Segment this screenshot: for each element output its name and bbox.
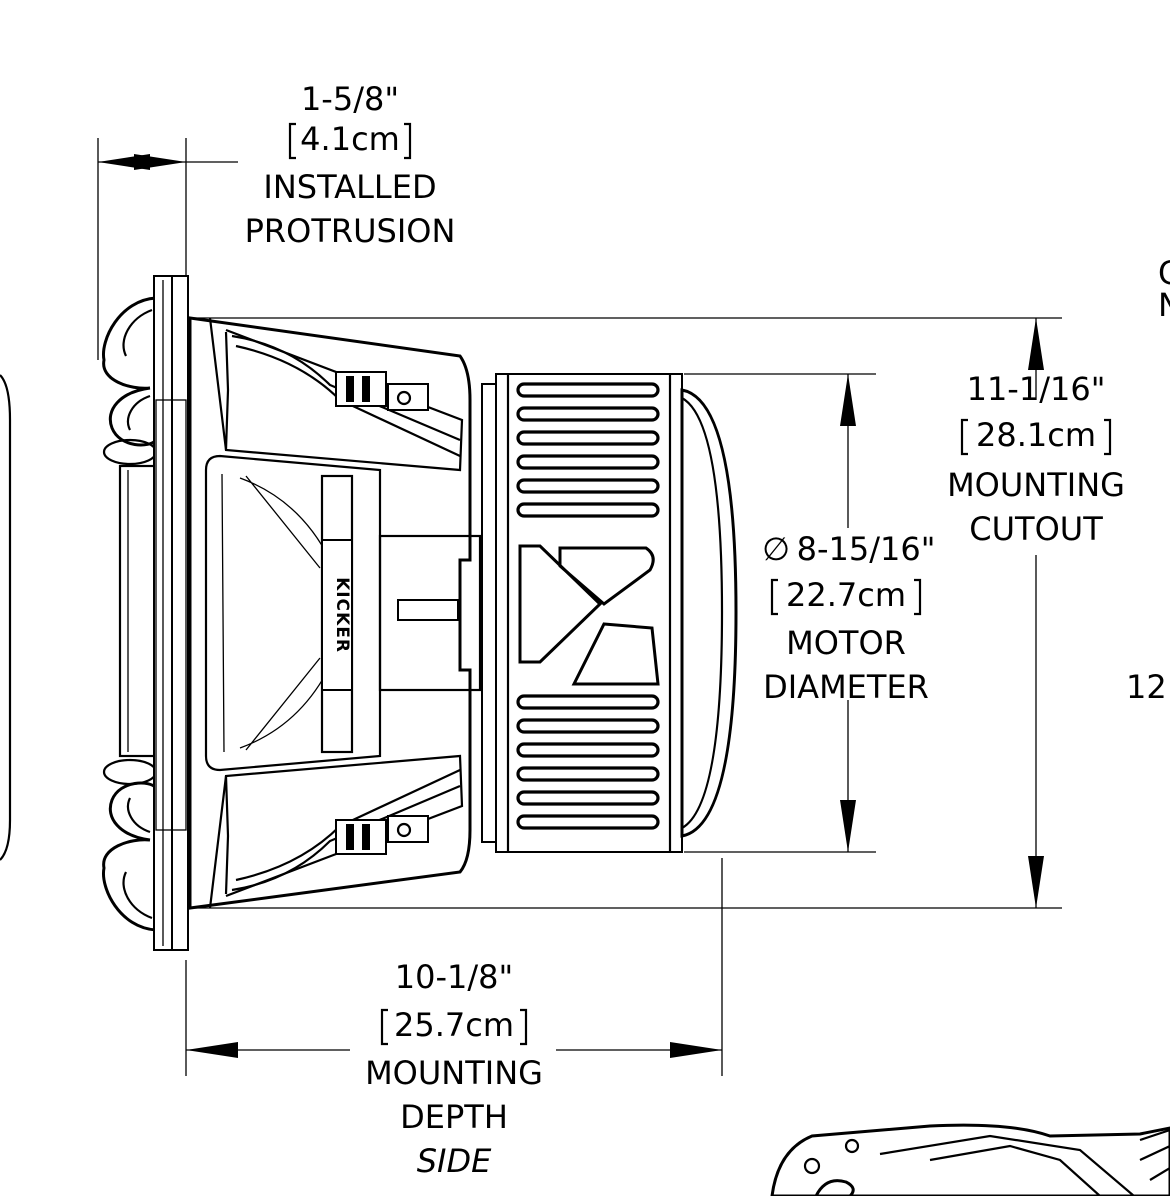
cropped-text-top2: N [1158, 286, 1170, 324]
metric-brackets [960, 418, 1112, 456]
motor-imperial: 8-15/16" [797, 530, 936, 568]
view-label: SIDE [417, 1142, 492, 1180]
metric-brackets [288, 122, 412, 160]
depth-label-1: MOUNTING [365, 1054, 543, 1092]
protrusion-imperial: 1-5/8" [301, 80, 399, 118]
cutout-label-1: MOUNTING [947, 466, 1125, 504]
protrusion-label-2: PROTRUSION [245, 212, 456, 250]
protrusion-dimension [97, 138, 238, 360]
motor-fins-bottom [516, 694, 660, 830]
depth-metric: 25.7cm [394, 1006, 514, 1044]
arrow-right-icon [670, 1042, 722, 1058]
diameter-symbol: ∅ [762, 530, 790, 568]
motor-label-1: MOTOR [786, 624, 906, 662]
depth-dimension [185, 858, 723, 1076]
protrusion-label-1: INSTALLED [263, 168, 436, 206]
arrow-down-icon [840, 800, 856, 852]
cutout-label-2: CUTOUT [969, 510, 1103, 548]
arrow-right-icon [134, 154, 186, 170]
cutout-metric: 28.1cm [976, 416, 1096, 454]
brand-label: KICKER [332, 577, 352, 653]
isometric-view-partial [770, 1123, 1170, 1196]
protrusion-metric: 4.1cm [300, 120, 400, 158]
motor-dimension [684, 373, 876, 853]
arrow-left-icon [186, 1042, 238, 1058]
depth-imperial: 10-1/8" [395, 958, 513, 996]
motor-label-2: DIAMETER [763, 668, 929, 706]
cutout-dimension [190, 317, 1062, 909]
metric-brackets [380, 1008, 528, 1046]
motor-fins-top [516, 382, 660, 518]
arrow-up-icon [1028, 318, 1044, 370]
arrow-down-icon [1028, 856, 1044, 908]
cutout-imperial: 11-1/16" [967, 370, 1106, 408]
front-view-edge [0, 374, 12, 861]
cropped-text-mid: 12 [1126, 668, 1167, 706]
arrow-up-icon [840, 374, 856, 426]
speaker-body: KICKER [102, 275, 738, 951]
depth-label-2: DEPTH [400, 1098, 508, 1136]
motor-metric: 22.7cm [786, 576, 906, 614]
cropped-text-top: C [1158, 254, 1170, 292]
metric-brackets [770, 578, 922, 616]
k-logo-icon [518, 544, 660, 686]
